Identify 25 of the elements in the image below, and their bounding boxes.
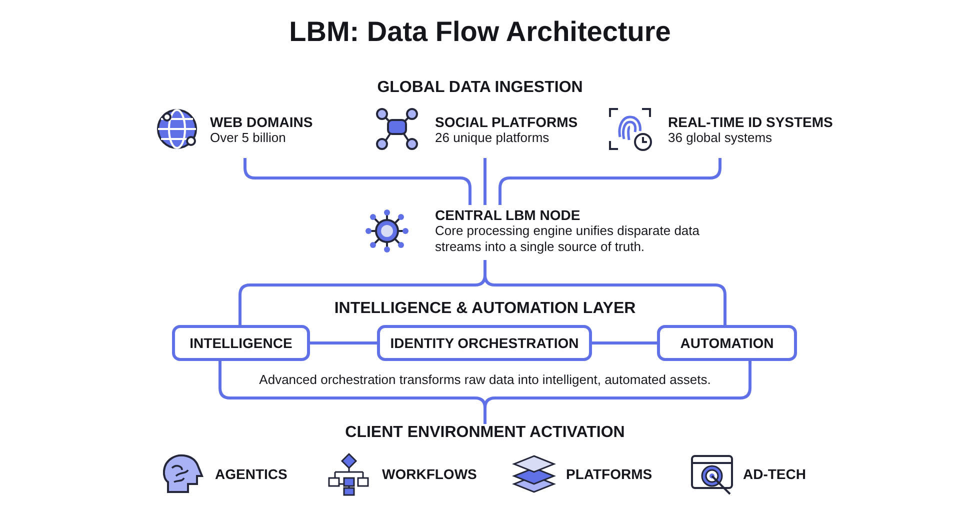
node-description: 36 global systems <box>668 130 774 146</box>
item-label: AGENTICS <box>215 466 288 482</box>
connector-line <box>484 361 752 424</box>
item-label: AD-TECH <box>743 466 807 482</box>
node-description: Core processing engine unifies disparate data streams into a single source of truth. <box>435 223 701 255</box>
section-heading: CLIENT ENVIRONMENT ACTIVATION <box>310 424 660 444</box>
layer-description: Advanced orchestration transforms raw data into intelligent, automated assets. <box>258 372 712 387</box>
item-label: WORKFLOWS <box>382 466 478 482</box>
connector-line <box>484 158 486 205</box>
node-heading: CENTRAL LBM NODE <box>435 207 582 223</box>
node-heading: WEB DOMAINS <box>210 114 314 130</box>
process-box: IDENTITY ORCHESTRATION <box>377 325 592 361</box>
process-box: INTELLIGENCE <box>172 325 310 361</box>
section-heading: GLOBAL DATA INGESTION <box>376 79 584 97</box>
title: LBM: Data Flow Architecture <box>288 16 672 48</box>
node-heading: REAL-TIME ID SYSTEMS <box>668 114 833 130</box>
node-description: 26 unique platforms <box>435 130 550 146</box>
item-label: PLATFORMS <box>566 466 654 482</box>
node-description: Over 5 billion <box>210 130 287 146</box>
connector-line <box>592 342 657 344</box>
node-heading: SOCIAL PLATFORMS <box>435 114 575 130</box>
connector-line <box>484 260 726 325</box>
section-heading: INTELLIGENCE & AUTOMATION LAYER <box>333 300 637 318</box>
process-box: AUTOMATION <box>657 325 797 361</box>
connector-line <box>310 342 377 344</box>
